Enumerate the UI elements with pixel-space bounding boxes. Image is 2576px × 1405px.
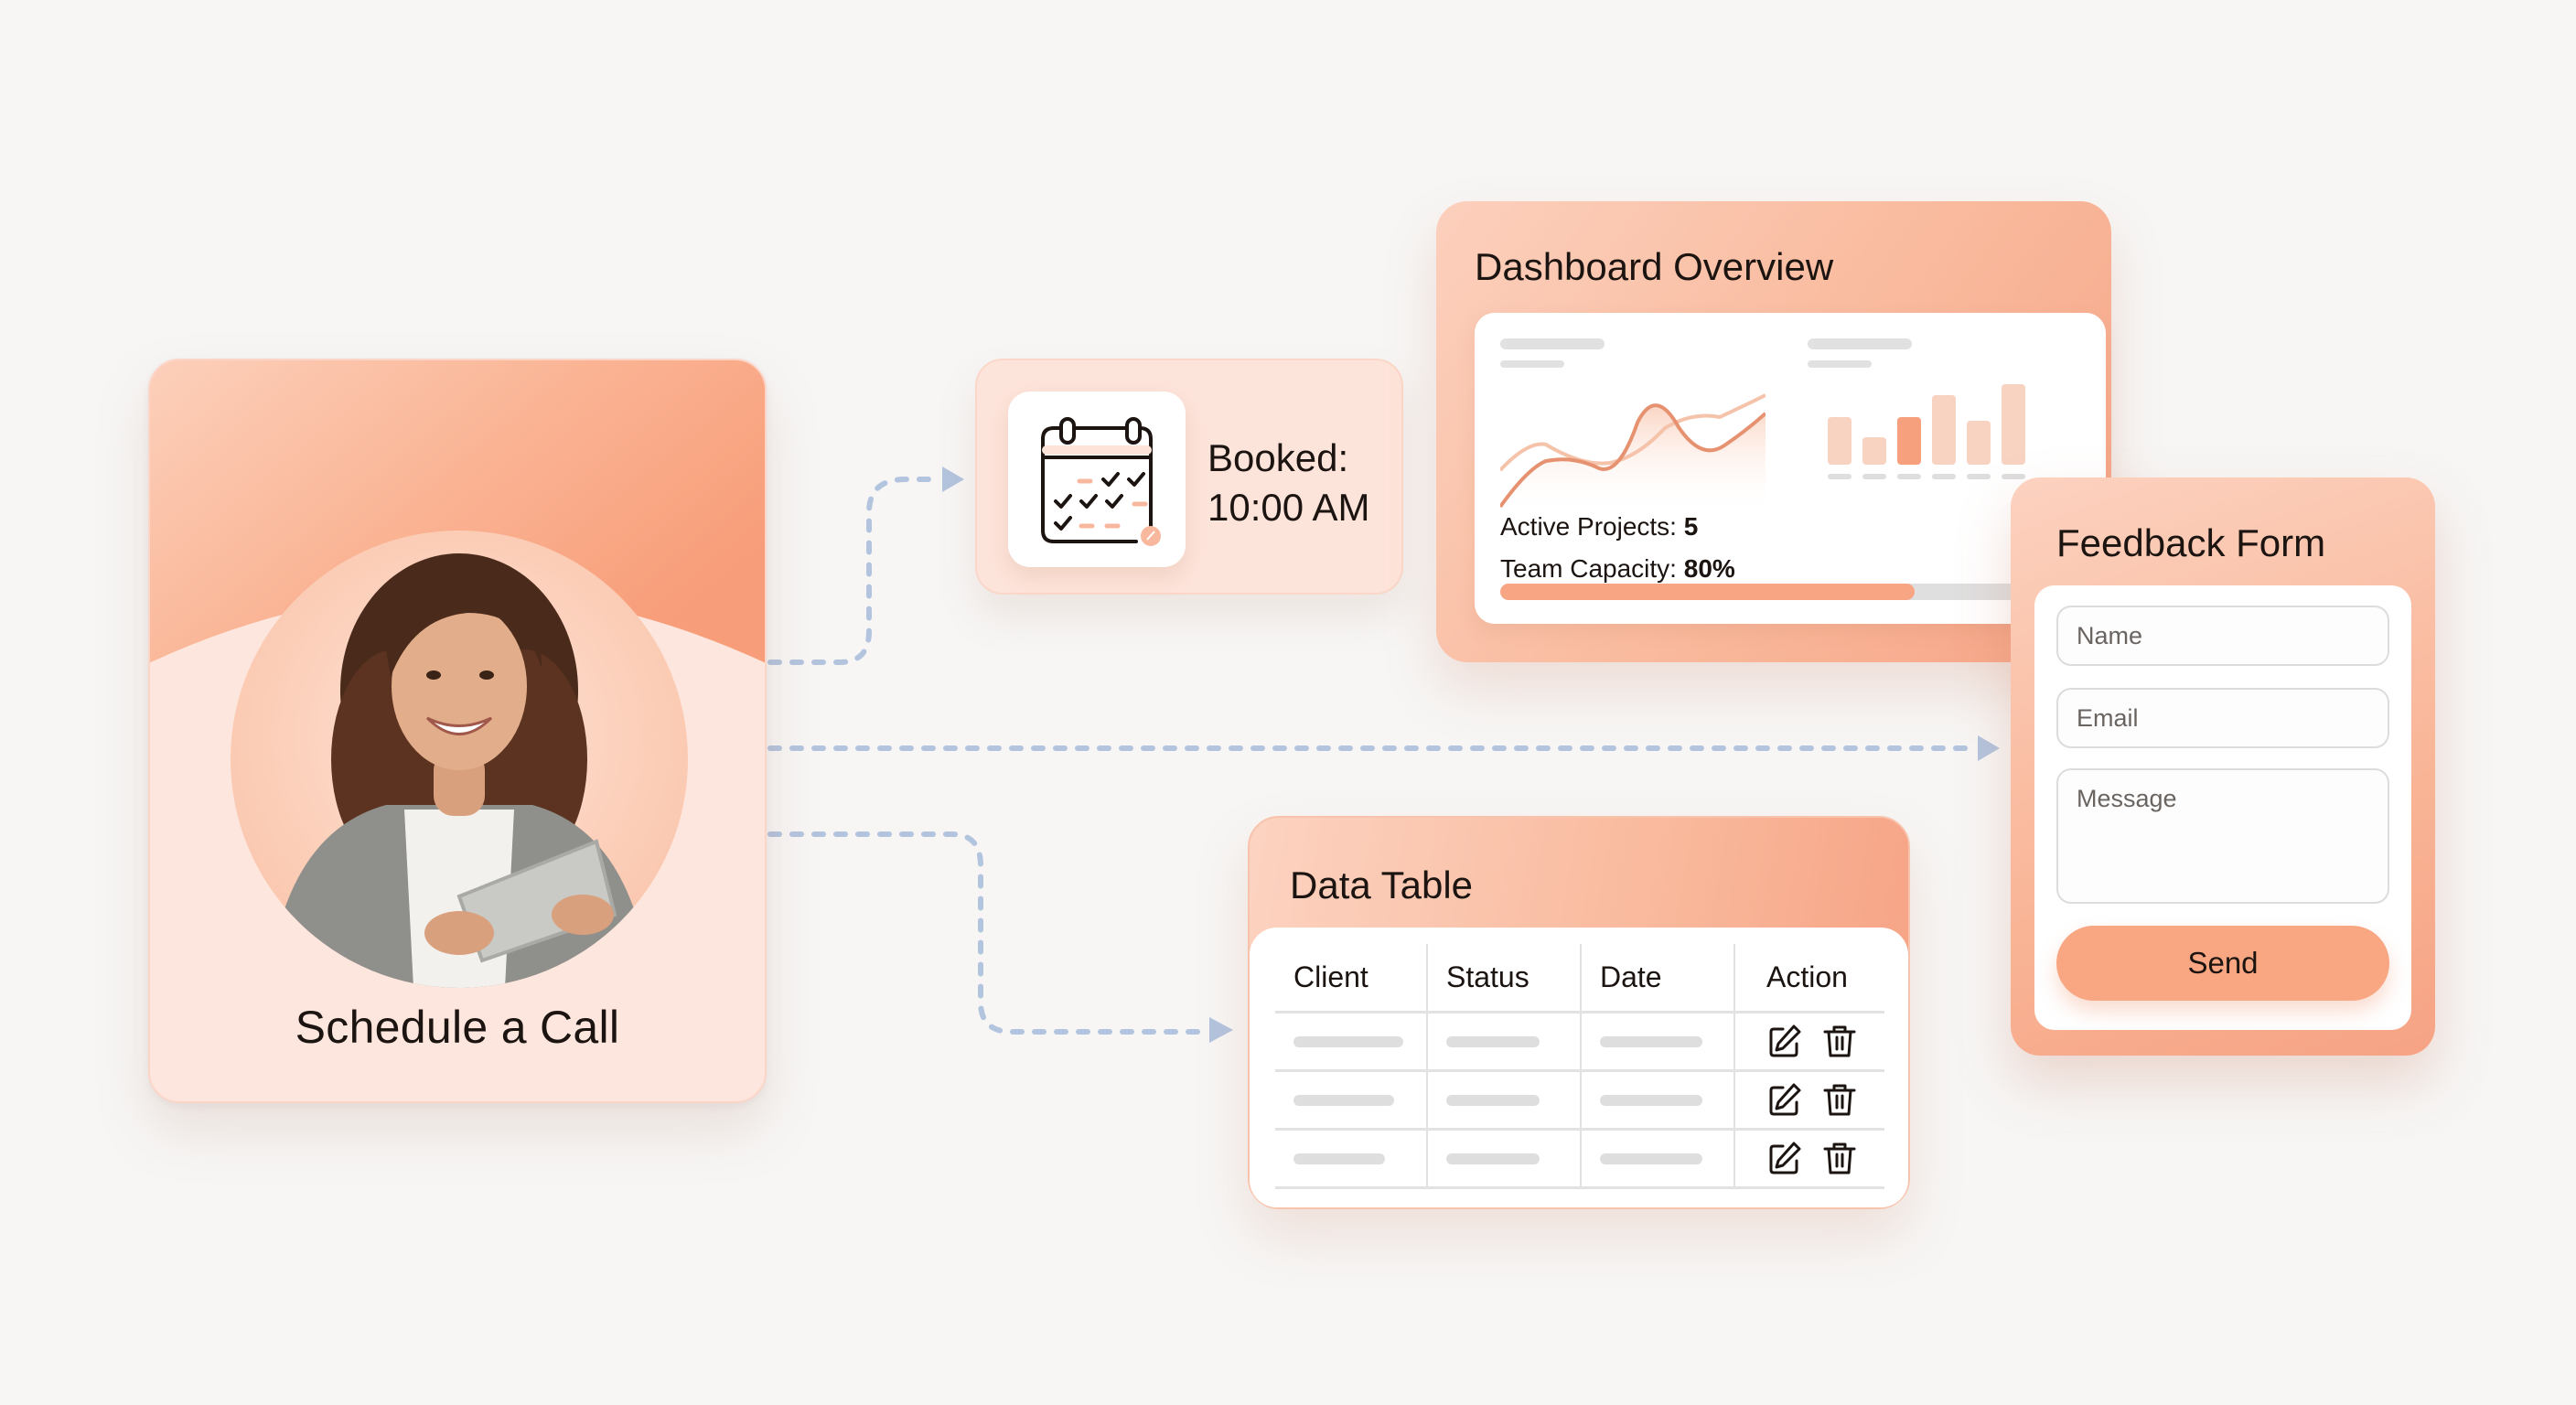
client-cell: [1275, 1012, 1427, 1072]
status-cell: [1426, 1070, 1581, 1131]
skeleton-line: [1808, 360, 1872, 368]
status-cell: [1426, 1012, 1581, 1072]
table-row[interactable]: [1275, 1129, 1884, 1189]
active-projects-value: 5: [1683, 512, 1699, 541]
skeleton-line: [1500, 338, 1605, 349]
team-capacity-value: 80%: [1683, 554, 1735, 583]
data-table-panel: Client Status Date Action: [1250, 928, 1908, 1207]
avatar: [231, 531, 688, 988]
edit-icon[interactable]: [1766, 1141, 1803, 1177]
action-cell: [1733, 1129, 1884, 1189]
send-button[interactable]: Send: [2056, 926, 2389, 1001]
line-chart: [1500, 393, 1766, 514]
data-table-title: Data Table: [1290, 863, 1474, 906]
feedback-form: Send: [2034, 585, 2411, 1030]
data-table-card: Data Table Client Status Date Action: [1248, 816, 1910, 1209]
action-cell: [1733, 1012, 1884, 1072]
trash-icon[interactable]: [1821, 1082, 1858, 1119]
table-row[interactable]: [1275, 1070, 1884, 1131]
date-cell: [1580, 1012, 1734, 1072]
trash-icon[interactable]: [1821, 1141, 1858, 1177]
column-header-status[interactable]: Status: [1426, 944, 1581, 1014]
active-projects-label: Active Projects:: [1500, 512, 1677, 541]
feedback-form-card: Feedback Form Send: [2011, 477, 2435, 1056]
dashboard-overview-card: Dashboard Overview: [1436, 201, 2111, 662]
schedule-call-card[interactable]: Schedule a Call: [148, 359, 767, 1103]
booking-status: Booked: 10:00 AM: [1208, 434, 1369, 532]
column-header-action: Action: [1733, 944, 1884, 1014]
booked-time: 10:00 AM: [1208, 486, 1370, 529]
arrowhead-feedback: [1978, 735, 2000, 761]
bar-chart: [1828, 384, 2025, 479]
email-field[interactable]: [2056, 688, 2389, 748]
date-cell: [1580, 1070, 1734, 1131]
team-capacity-stat: Team Capacity: 80%: [1500, 554, 1735, 584]
dashboard-panel: Active Projects: 5 Team Capacity: 80%: [1475, 313, 2106, 624]
team-capacity-label: Team Capacity:: [1500, 554, 1677, 583]
data-table: Client Status Date Action: [1275, 944, 1884, 1189]
client-cell: [1275, 1070, 1427, 1131]
arrowhead-booked: [942, 467, 964, 492]
active-projects-stat: Active Projects: 5: [1500, 512, 1698, 542]
column-header-client[interactable]: Client: [1275, 944, 1427, 1014]
person-illustration: [267, 553, 651, 988]
team-capacity-progress: [1500, 584, 2067, 600]
dashboard-title: Dashboard Overview: [1475, 245, 1834, 288]
trash-icon[interactable]: [1821, 1024, 1858, 1060]
connector-to-table: [767, 831, 1207, 1035]
edit-icon[interactable]: [1766, 1024, 1803, 1060]
skeleton-line: [1808, 338, 1912, 349]
message-field[interactable]: [2056, 768, 2389, 904]
calendar-check-icon: [1041, 417, 1161, 546]
progress-fill: [1500, 584, 1915, 600]
schedule-call-title: Schedule a Call: [295, 1002, 620, 1053]
date-cell: [1580, 1129, 1734, 1189]
skeleton-line: [1500, 360, 1564, 368]
table-header-row: Client Status Date Action: [1275, 944, 1884, 1014]
name-field[interactable]: [2056, 606, 2389, 666]
booked-label: Booked:: [1208, 436, 1349, 479]
client-cell: [1275, 1129, 1427, 1189]
status-cell: [1426, 1129, 1581, 1189]
table-row[interactable]: [1275, 1012, 1884, 1072]
action-cell: [1733, 1070, 1884, 1131]
connector-to-booked: [767, 477, 943, 665]
edit-icon[interactable]: [1766, 1082, 1803, 1119]
booking-confirmation-card: Booked: 10:00 AM: [975, 359, 1403, 595]
arrowhead-table: [1209, 1017, 1233, 1043]
column-header-date[interactable]: Date: [1580, 944, 1734, 1014]
feedback-form-title: Feedback Form: [2056, 521, 2326, 564]
card-header-wave: [150, 360, 765, 663]
calendar-tile: [1008, 391, 1186, 567]
